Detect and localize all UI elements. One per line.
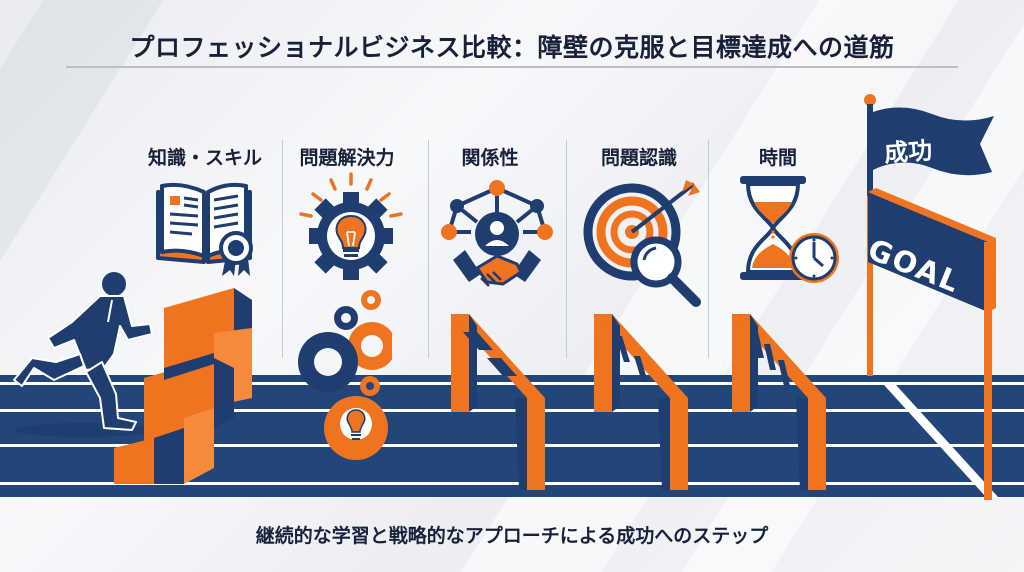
- network-handshake-icon: [437, 178, 557, 298]
- goal-flag-label: 成功: [883, 136, 934, 168]
- lane-line: [0, 444, 1024, 447]
- hurdle-problem-recognition: [590, 302, 690, 492]
- column-divider: [282, 140, 283, 358]
- hourglass-clock-icon: [738, 174, 848, 284]
- finish-line: [870, 375, 1000, 500]
- gears-lightbulb-cluster: [296, 290, 392, 470]
- footer-tagline: 継続的な学習と戦略的なアプローチによる成功へのステップ: [255, 525, 769, 547]
- category-label-knowledge: 知識・スキル: [147, 147, 262, 169]
- category-label-problem-solving: 問題解決力: [299, 147, 395, 169]
- category-label-relationships: 関係性: [461, 147, 519, 169]
- category-label-time: 時間: [758, 147, 797, 169]
- column-divider: [428, 140, 429, 358]
- hurdle-time: [728, 302, 828, 492]
- column-divider: [708, 140, 709, 358]
- gear-lightbulb-icon: [295, 170, 407, 282]
- target-magnifier-icon: [582, 176, 706, 312]
- lane-line: [0, 409, 1024, 412]
- page-title: プロフェッショナルビジネス比較：障壁の克服と目標達成への道筋: [129, 33, 895, 62]
- book-certificate-icon: [152, 178, 262, 278]
- category-label-problem-recognition: 問題認識: [600, 147, 677, 169]
- goal-post: [862, 92, 1024, 502]
- lane-line: [0, 382, 1024, 385]
- businessman-runner-icon: [4, 270, 164, 440]
- hurdle-relationships: [447, 302, 547, 492]
- title-underline: [66, 66, 958, 68]
- column-divider: [566, 140, 567, 358]
- lane-line: [0, 482, 1024, 485]
- blocks-obstacle: [114, 288, 264, 488]
